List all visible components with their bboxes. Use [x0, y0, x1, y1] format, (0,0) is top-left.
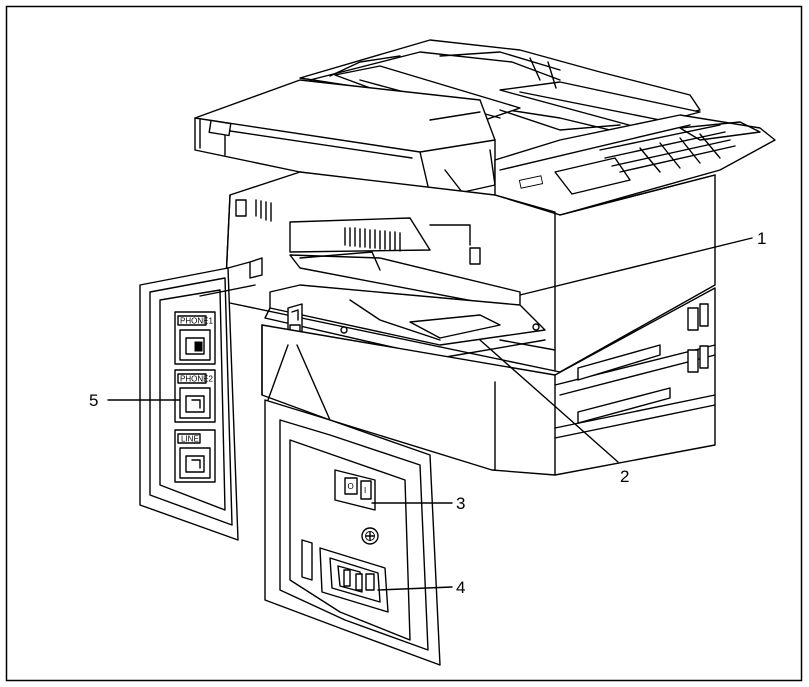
callout-1: 1	[757, 229, 766, 248]
leader-line-4	[377, 586, 453, 591]
callout-5: 5	[89, 391, 98, 410]
ground-screw	[361, 527, 379, 545]
power-switch[interactable]: O I	[334, 469, 376, 511]
power-inlet[interactable]	[319, 547, 389, 613]
output-tray	[264, 284, 546, 359]
phone-jack-inset: PHONE1 PHONE2 LINE	[139, 261, 256, 541]
fax-machine	[194, 39, 776, 476]
switch-on-label: I	[364, 486, 366, 495]
leader-line-2	[479, 339, 619, 463]
phone1-jack[interactable]: PHONE1	[174, 311, 216, 365]
line-label: LINE	[181, 435, 199, 444]
control-panel	[494, 114, 776, 236]
callout-3: 3	[456, 494, 465, 513]
paper-cassettes	[261, 287, 716, 476]
line-jack[interactable]: LINE	[174, 429, 216, 483]
main-body	[224, 171, 716, 373]
phone1-label: PHONE1	[180, 317, 213, 326]
callout-2: 2	[620, 467, 629, 486]
phone2-jack[interactable]: PHONE2	[174, 369, 216, 423]
callout-numbers: 1 2 3 4 5	[89, 229, 766, 597]
leader-lines	[107, 237, 753, 591]
rear-cover	[194, 79, 496, 196]
phone2-label: PHONE2	[180, 375, 213, 384]
switch-off-label: O	[348, 482, 354, 491]
diagram-frame	[5, 5, 803, 682]
callout-4: 4	[456, 578, 465, 597]
leader-line-1	[519, 237, 753, 296]
